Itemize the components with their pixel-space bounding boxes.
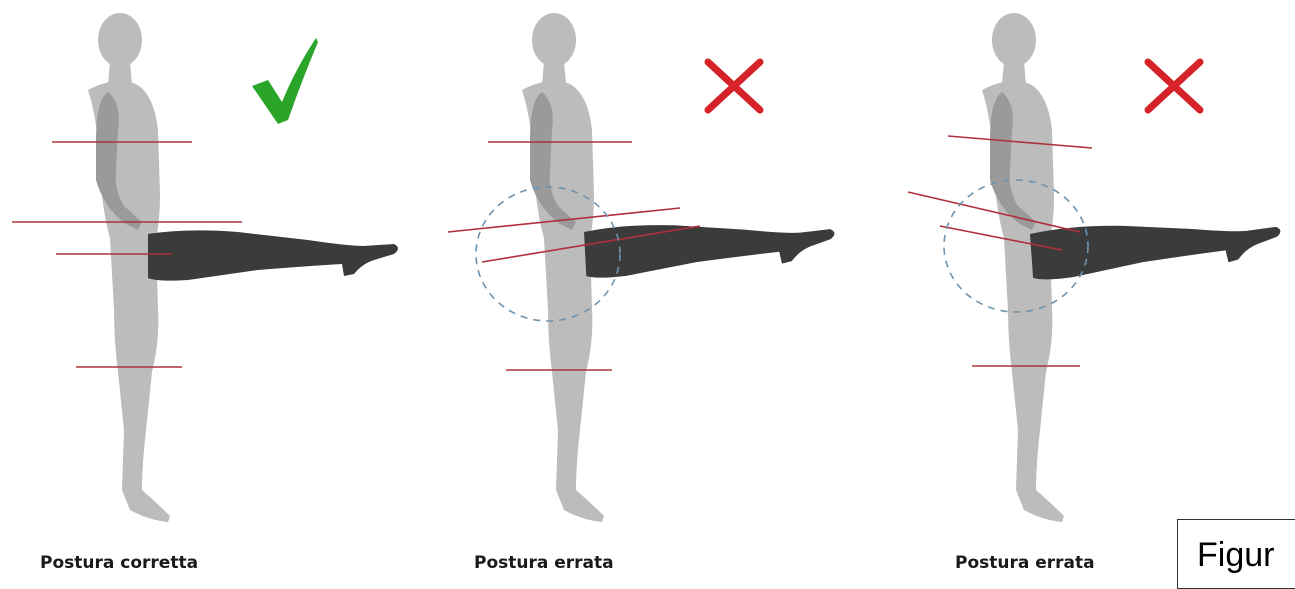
head [992, 13, 1036, 67]
cross-icon [708, 62, 760, 110]
raised-leg [584, 215, 836, 278]
caption-correct-posture: Postura corretta [40, 553, 198, 573]
pelvis-line-upper-3 [908, 192, 1080, 232]
posture-diagram [0, 0, 1295, 576]
figure-label: Figur [1197, 536, 1274, 575]
neck [542, 62, 566, 84]
raised-leg [1030, 213, 1283, 281]
neck [1002, 62, 1026, 84]
head [532, 13, 576, 67]
leg-group-3 [1030, 213, 1283, 281]
figure-label-box: Figur [1177, 519, 1295, 589]
neck [108, 62, 132, 84]
leg-group-2 [584, 215, 836, 278]
leg-group-1 [148, 230, 398, 280]
head [98, 13, 142, 67]
raised-leg [148, 230, 398, 280]
checkmark-icon [252, 38, 318, 124]
cross-icon [1148, 62, 1200, 110]
caption-wrong-posture-2: Postura errata [955, 553, 1095, 573]
caption-wrong-posture-1: Postura errata [474, 553, 614, 573]
